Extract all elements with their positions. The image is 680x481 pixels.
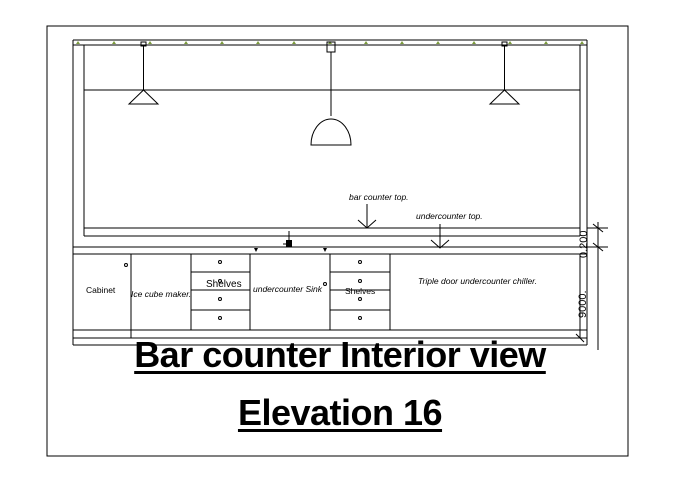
cabinet-label: Cabinet bbox=[86, 285, 116, 295]
ceiling-mark bbox=[112, 41, 116, 44]
shelves-right-label: Shelves bbox=[345, 286, 375, 296]
dimension-small-text: 0.200 bbox=[578, 230, 590, 258]
shelves-left-label: Shelves bbox=[206, 279, 242, 290]
drawer-stack-right bbox=[329, 253, 391, 331]
chiller-label: Triple door undercounter chiller. bbox=[418, 276, 537, 286]
sheet-border bbox=[46, 25, 629, 457]
counter-top bbox=[73, 246, 587, 255]
sink-knob bbox=[323, 282, 327, 286]
bar-counter-top-label: bar counter top. bbox=[349, 192, 409, 202]
ceiling-mark bbox=[472, 41, 476, 44]
undercounter-top-arrow bbox=[430, 224, 450, 249]
ceiling-mark bbox=[148, 41, 152, 44]
drawing-subtitle: Elevation 16 bbox=[237, 392, 443, 433]
undercounter-top-label: undercounter top. bbox=[416, 211, 483, 221]
ceiling-slab bbox=[72, 39, 588, 345]
ceiling-mark bbox=[508, 41, 512, 44]
drawer-stack-left bbox=[190, 253, 251, 331]
pendant-lamp-left bbox=[127, 41, 160, 105]
ceiling-mark bbox=[292, 41, 296, 44]
faucet bbox=[283, 231, 292, 247]
ceiling-mark bbox=[580, 41, 584, 44]
sink-rim-marks bbox=[254, 248, 327, 252]
ceiling-mark bbox=[220, 41, 224, 44]
ceiling-mark bbox=[256, 41, 260, 44]
ceiling-mark bbox=[364, 41, 368, 44]
dimension-lines bbox=[575, 222, 608, 350]
bar-counter-top-arrow bbox=[357, 204, 377, 229]
pendant-lamp-right bbox=[488, 41, 521, 105]
ice-cube-maker-label: Ice cube maker. bbox=[131, 289, 191, 299]
ceiling-mark bbox=[184, 41, 188, 44]
cabinet-handle bbox=[124, 263, 128, 267]
undercounter-sink-label: undercounter Sink bbox=[253, 284, 323, 294]
ceiling-mark bbox=[76, 41, 80, 44]
pendant-lamp-center bbox=[310, 41, 352, 146]
ceiling-mark bbox=[436, 41, 440, 44]
wall-panel bbox=[83, 45, 581, 237]
ceiling-mark bbox=[400, 41, 404, 44]
dimension-large-text: 9000. bbox=[577, 290, 589, 318]
ceiling-mark bbox=[544, 41, 548, 44]
drawing-title: Bar counter Interior view bbox=[134, 334, 546, 375]
